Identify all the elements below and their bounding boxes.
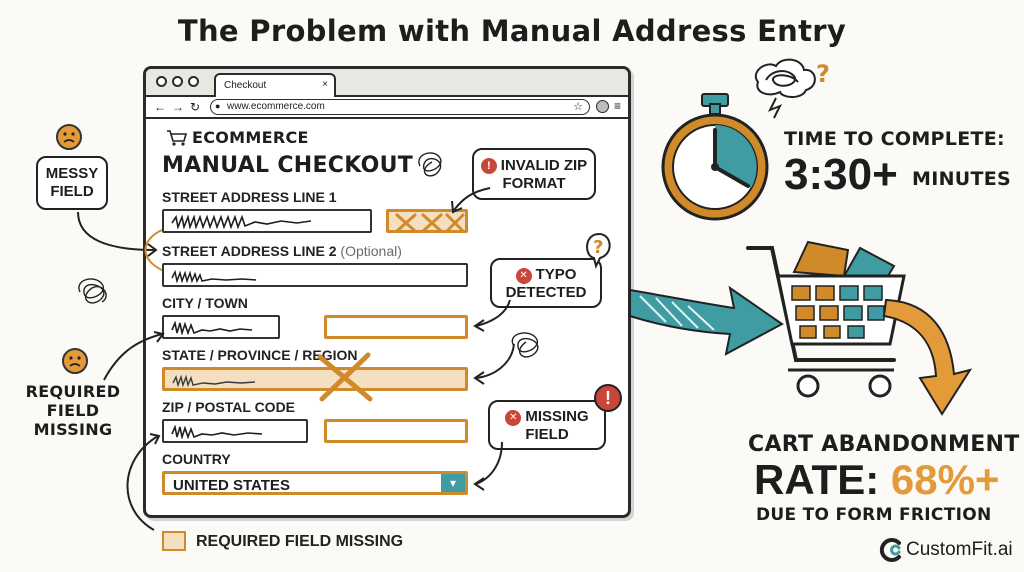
rate-value: 68%+	[890, 456, 1000, 503]
city-label: CITY / TOWN	[162, 295, 248, 311]
navigation-bar: ← → ↻ ● www.ecommerce.com ☆ ≡	[146, 97, 628, 119]
optional-hint: (Optional)	[340, 243, 402, 259]
customfit-logo-icon	[879, 538, 901, 562]
scribble-icon	[511, 332, 539, 358]
legend-swatch	[162, 531, 186, 551]
typo-detected-callout: ✕TYPO DETECTED	[490, 258, 602, 308]
time-unit: MINUTES	[912, 168, 1012, 190]
state-input[interactable]	[162, 367, 468, 391]
zip-label: ZIP / POSTAL CODE	[162, 399, 296, 415]
sad-face-icon	[56, 124, 82, 150]
stopwatch-icon	[661, 93, 769, 221]
scribble-icon	[78, 278, 107, 304]
arrow-left-icon[interactable]: ←	[154, 100, 166, 114]
window-close-dot[interactable]	[156, 76, 167, 87]
tab-title: Checkout	[224, 80, 267, 91]
street2-label: STREET ADDRESS LINE 2 (Optional)	[162, 243, 402, 259]
tab-close-icon[interactable]: ×	[322, 79, 328, 90]
chevron-down-icon[interactable]: ▾	[441, 474, 465, 492]
callout-arrow	[473, 343, 515, 385]
time-label: TIME TO COMPLETE:	[784, 128, 1005, 150]
alert-icon: !	[480, 158, 497, 174]
shopping-cart-icon	[746, 240, 906, 398]
window-minimize-dot[interactable]	[172, 76, 183, 87]
error-x-icon: ✕	[515, 268, 532, 284]
alert-icon: !	[594, 384, 622, 412]
legend-label: REQUIRED FIELD MISSING	[196, 533, 404, 550]
lock-icon: ●	[215, 101, 221, 111]
missing-field-callout: ✕MISSING FIELD	[488, 400, 606, 450]
browser-tab[interactable]: Checkout ×	[214, 73, 336, 97]
reload-icon[interactable]: ↻	[190, 100, 201, 114]
tab-bar: Checkout ×	[146, 69, 628, 97]
sad-face-icon	[62, 348, 88, 374]
country-value: UNITED STATES	[173, 477, 290, 494]
city-secondary-input[interactable]	[324, 315, 468, 339]
url-text: www.ecommerce.com	[227, 101, 325, 112]
shopping-cart-icon	[167, 130, 188, 146]
star-icon[interactable]: ☆	[573, 101, 583, 113]
city-input[interactable]	[162, 315, 280, 339]
address-bar[interactable]: ● www.ecommerce.com ☆	[210, 99, 590, 115]
svg-text:?: ?	[593, 237, 603, 258]
callout-arrow	[126, 433, 161, 531]
scribble-icon	[418, 152, 442, 177]
state-label: STATE / PROVINCE / REGION	[162, 347, 358, 363]
invalid-zip-callout: !INVALID ZIP FORMAT	[472, 148, 596, 200]
time-value: 3:30+	[784, 150, 898, 199]
callout-arrow	[451, 187, 491, 214]
svg-text:?: ?	[816, 60, 830, 88]
callout-arrow	[473, 299, 511, 332]
callout-arrow	[103, 331, 165, 381]
window-maximize-dot[interactable]	[188, 76, 199, 87]
error-x-icon: ✕	[505, 410, 522, 426]
country-label: COUNTRY	[162, 451, 231, 467]
checkout-heading: MANUAL CHECKOUT	[162, 153, 414, 178]
error-cross-icon	[317, 352, 373, 402]
arrow-right-icon[interactable]: →	[172, 100, 184, 114]
frustration-cloud-icon: ?	[755, 58, 830, 119]
country-select[interactable]: UNITED STATES ▾	[162, 471, 468, 495]
flow-arrow-icon	[629, 285, 784, 356]
street1-secondary-input[interactable]	[386, 209, 468, 233]
profile-icon[interactable]	[596, 100, 609, 113]
question-bubble-icon: ?	[586, 232, 611, 269]
error-cross-icon	[395, 213, 465, 233]
callout-arrow	[473, 441, 503, 491]
street1-label: STREET ADDRESS LINE 1	[162, 189, 337, 205]
zip-input[interactable]	[162, 419, 308, 443]
menu-icon[interactable]: ≡	[614, 99, 622, 113]
abandon-label: CART ABANDONMENT	[748, 432, 1020, 457]
rate-label: RATE:	[754, 456, 880, 503]
store-brand: ECOMMERCE	[192, 128, 309, 147]
rate-note: DUE TO FORM FRICTION	[756, 505, 992, 525]
street1-input[interactable]	[162, 209, 372, 233]
brand-name: CustomFit.ai	[906, 539, 1013, 560]
zip-secondary-input[interactable]	[324, 419, 468, 443]
downward-arrow-icon	[882, 298, 973, 416]
page-title: The Problem with Manual Address Entry	[177, 14, 847, 48]
abandon-rate: RATE: 68%+	[754, 456, 999, 504]
street2-input[interactable]	[162, 263, 468, 287]
callout-arrow	[77, 211, 163, 271]
